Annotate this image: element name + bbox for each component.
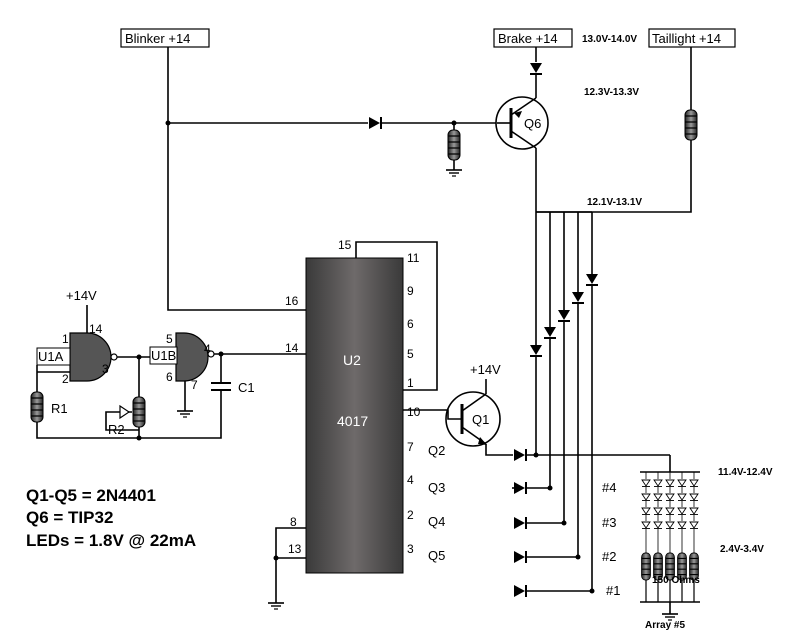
- note-leds: LEDs = 1.8V @ 22mA: [26, 531, 196, 550]
- q6-base-resistor: [445, 120, 463, 177]
- u2-pin-13: 13: [288, 542, 302, 556]
- c1-label: C1: [238, 380, 255, 395]
- note-q6: Q6 = TIP32: [26, 508, 113, 527]
- brake-diode: [529, 62, 543, 75]
- blinker-wiring: [165, 47, 368, 311]
- u1a-vcc-label: +14V: [66, 288, 97, 303]
- array-led-bg: [653, 493, 663, 501]
- array-led-bg: [665, 493, 675, 501]
- array-led-bg: [689, 479, 699, 487]
- q6-voltage: 12.3V-13.3V: [584, 87, 639, 98]
- array-label: Array #5: [645, 620, 685, 631]
- resistor-voltage: 2.4V-3.4V: [720, 544, 764, 555]
- q6-label: Q6: [524, 116, 541, 131]
- q2-label: Q2: [428, 443, 445, 458]
- q6-transistor: Q6: [495, 96, 549, 150]
- u2-ground-wiring: [267, 527, 306, 610]
- blinker-diode: [368, 116, 382, 130]
- u1b-wiring: [176, 351, 306, 418]
- led-array: [640, 455, 700, 603]
- u1a-pin-14: 14: [89, 322, 103, 336]
- u2-pin-11: 11: [407, 251, 420, 265]
- u1a-label: U1A: [38, 349, 64, 364]
- array-voltage: 11.4V-12.4V: [718, 467, 773, 478]
- array-led-bg: [665, 521, 675, 529]
- taillight-label: Taillight +14: [652, 31, 721, 46]
- q1-vcc-label: +14V: [470, 362, 501, 377]
- u2-pin-5: 5: [407, 347, 414, 361]
- array-led-bg: [677, 507, 687, 515]
- taillight-supply: Taillight +14: [648, 28, 736, 48]
- array-led-bg: [641, 521, 651, 529]
- bus-voltage: 12.1V-13.1V: [587, 197, 642, 208]
- u1b-pin-6: 6: [166, 370, 173, 384]
- array-ground: [661, 607, 679, 621]
- u1b-pin-5: 5: [166, 332, 173, 346]
- taillight-resistor: [684, 109, 698, 141]
- u2-label: U2: [343, 352, 361, 368]
- u2-pin15-loop: [355, 241, 438, 391]
- u1a-pin-3: 3: [102, 362, 109, 376]
- array-led-bg: [689, 493, 699, 501]
- u2-pin-6: 6: [407, 317, 414, 331]
- blinker-supply: Blinker +14: [120, 28, 210, 48]
- r2-label: R2: [108, 422, 125, 437]
- u1a-pin-1: 1: [62, 332, 69, 346]
- array-led-bg: [677, 521, 687, 529]
- u1b-label: U1B: [151, 348, 176, 363]
- u2-pin-7: 7: [407, 440, 414, 454]
- array-led-bg: [641, 479, 651, 487]
- output-2-label: #2: [602, 549, 616, 564]
- array-led-bg: [641, 507, 651, 515]
- array-led-bg: [653, 479, 663, 487]
- u2-chip: U2 4017: [305, 257, 404, 574]
- brake-voltage: 13.0V-14.0V: [582, 34, 637, 45]
- output-3-label: #3: [602, 515, 616, 530]
- u1b-pin-7: 7: [191, 378, 198, 392]
- q5-label: Q5: [428, 548, 445, 563]
- u2-pin-9: 9: [407, 284, 414, 298]
- u1b-pin-4: 4: [204, 342, 211, 356]
- array-led-bg: [677, 493, 687, 501]
- u2-pin-8: 8: [290, 515, 297, 529]
- r1-label: R1: [51, 401, 68, 416]
- u2-pin-1: 1: [407, 376, 414, 390]
- q1-transistor: Q1: [403, 379, 513, 456]
- blinker-label: Blinker +14: [125, 31, 190, 46]
- brake-supply: Brake +14: [493, 28, 573, 48]
- q3-label: Q3: [428, 480, 445, 495]
- output-diodes: [512, 448, 670, 598]
- u2-pin-4: 4: [407, 473, 414, 487]
- note-transistors: Q1-Q5 = 2N4401: [26, 486, 156, 505]
- output-4-label: #4: [602, 480, 616, 495]
- array-led-bg: [689, 521, 699, 529]
- u1a-pin-2: 2: [62, 372, 69, 386]
- u2-part-label: 4017: [337, 413, 368, 429]
- u1b-gate: U1B: [149, 332, 215, 382]
- q4-label: Q4: [428, 514, 445, 529]
- output-1-label: #1: [606, 583, 620, 598]
- array-led-bg: [689, 507, 699, 515]
- u2-pin-10: 10: [407, 405, 421, 419]
- array-led-bg: [665, 507, 675, 515]
- array-led-bg: [665, 479, 675, 487]
- u2-pin-16: 16: [285, 294, 299, 308]
- array-led-bg: [653, 521, 663, 529]
- u2-pin-15: 15: [338, 238, 352, 252]
- array-led-bg: [653, 507, 663, 515]
- brake-label: Brake +14: [498, 31, 558, 46]
- u1a-wiring: [30, 354, 222, 441]
- q1-label: Q1: [472, 412, 489, 427]
- u2-pin-2: 2: [407, 508, 414, 522]
- array-resistor: [640, 552, 652, 581]
- array-led-bg: [677, 479, 687, 487]
- u2-pin-3: 3: [407, 542, 414, 556]
- u2-pin-14: 14: [285, 341, 299, 355]
- resistor-value-label: 150 Ohms: [652, 575, 700, 586]
- led-bus: [529, 211, 599, 591]
- array-led-bg: [641, 493, 651, 501]
- u1a-gate: U1A: [36, 332, 118, 382]
